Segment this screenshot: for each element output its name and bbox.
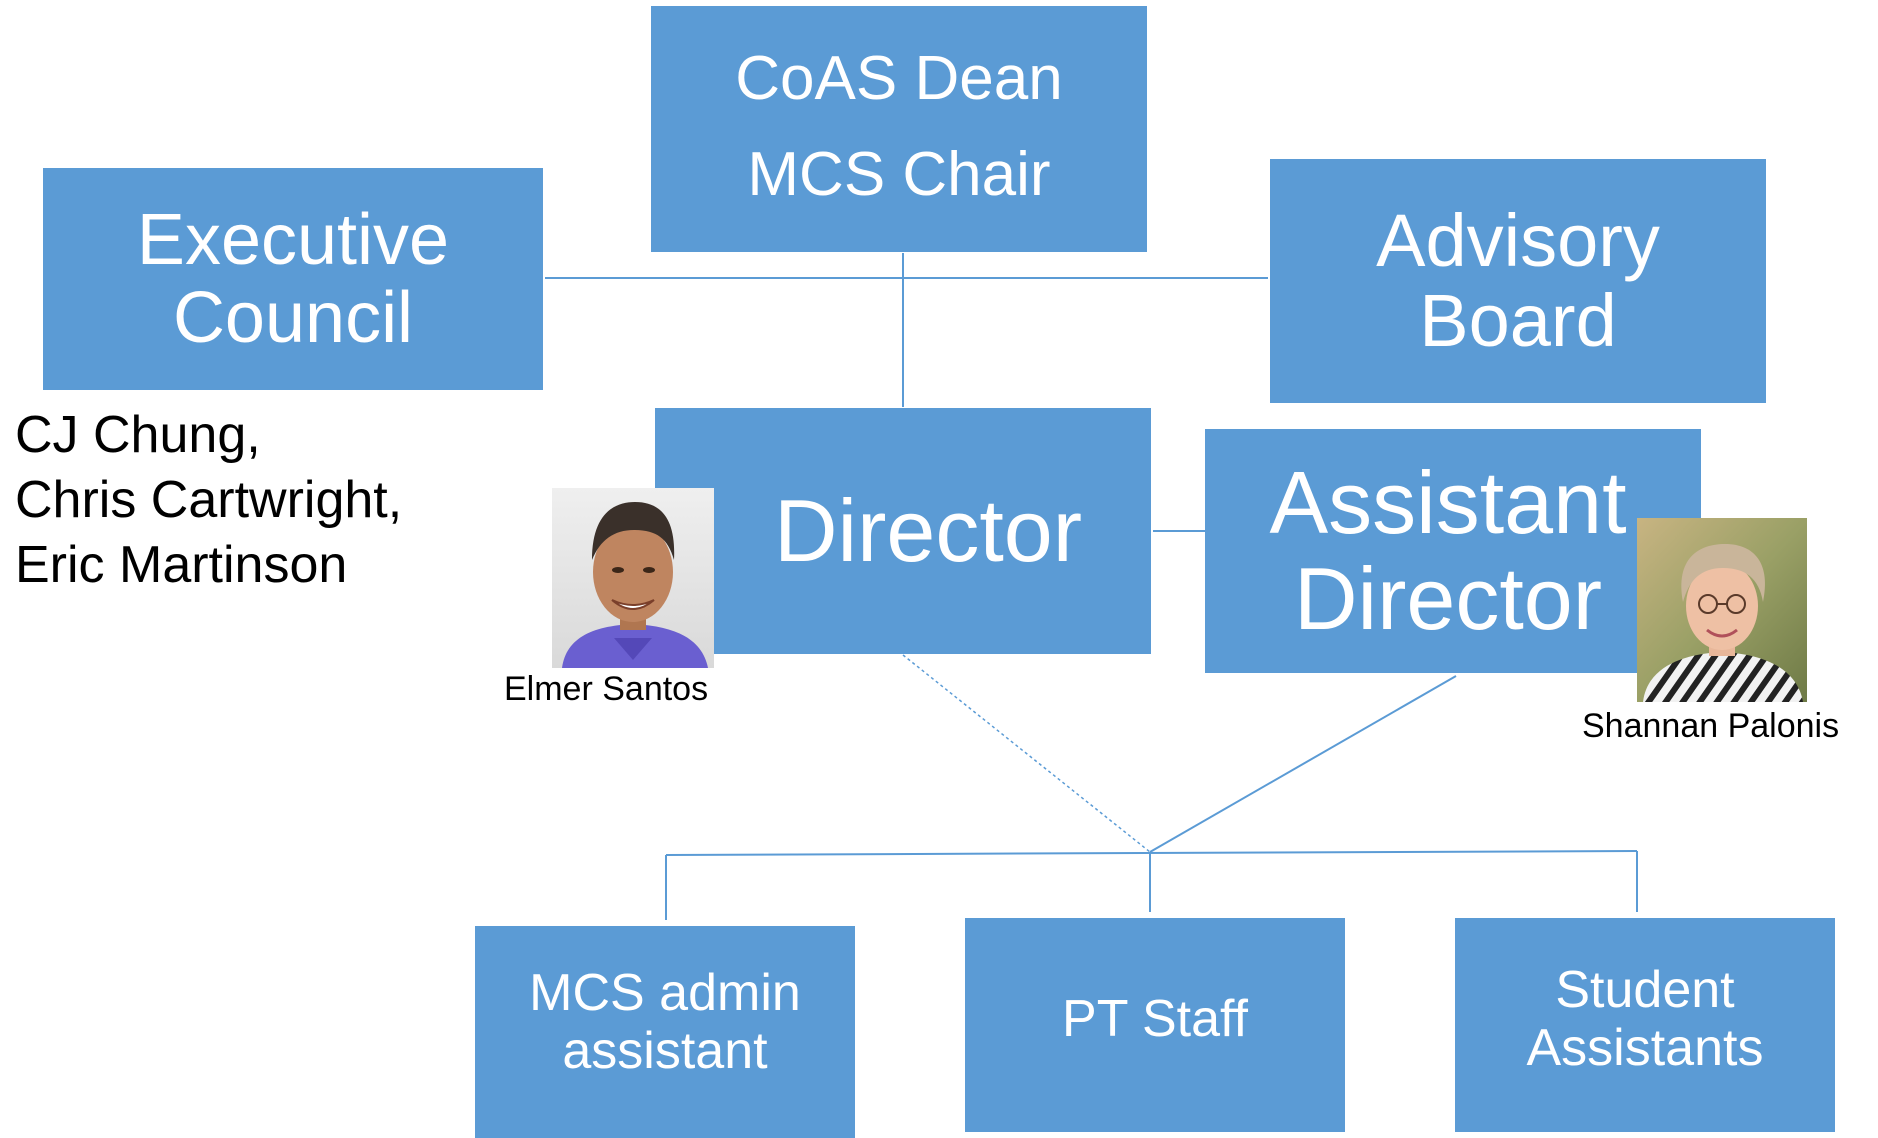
director-photo (552, 488, 714, 668)
executive-council-line-1: Executive (136, 200, 450, 280)
dean-title: CoAS Dean (735, 44, 1063, 113)
director-title: Director (773, 481, 1083, 580)
member-name: CJ Chung, (15, 406, 261, 464)
director-box: Director (655, 408, 1151, 654)
student-assistants-line-2: Assistants (1526, 1019, 1764, 1077)
advisory-board-line-1: Advisory (1376, 199, 1660, 282)
advisory-board-box: Advisory Board (1270, 159, 1766, 403)
advisory-board-line-2: Board (1419, 279, 1617, 362)
pt-staff-box: PT Staff (965, 918, 1345, 1132)
mcs-admin-line-2: assistant (562, 1022, 768, 1080)
connector-director-staff (902, 654, 1151, 853)
assistant-director-box: Assistant Director (1205, 429, 1701, 673)
assistant-director-photo (1637, 518, 1807, 702)
student-assistants-box: Student Assistants (1455, 918, 1835, 1132)
mcs-admin-line-1: MCS admin (529, 964, 801, 1022)
executive-council-line-2: Council (172, 278, 414, 358)
chair-title: MCS Chair (747, 140, 1051, 209)
student-assistants-line-1: Student (1555, 961, 1735, 1019)
mcs-admin-assistant-box: MCS admin assistant (475, 926, 855, 1138)
assistant-director-line-2: Director (1293, 549, 1603, 648)
connector-assistant-staff (1149, 675, 1457, 853)
director-name: Elmer Santos (504, 670, 709, 708)
pt-staff-label: PT Staff (1062, 990, 1248, 1048)
connector-staff-bus (665, 850, 1638, 856)
member-name: Chris Cartwright, (15, 471, 403, 529)
assistant-director-name: Shannan Palonis (1582, 707, 1840, 745)
dean-chair-box: CoAS Dean MCS Chair (651, 6, 1147, 252)
member-name: Eric Martinson (15, 536, 348, 594)
executive-council-members: CJ Chung, Chris Cartwright, Eric Martins… (15, 403, 402, 598)
executive-council-box: Executive Council (43, 168, 543, 390)
assistant-director-line-1: Assistant (1269, 453, 1627, 552)
